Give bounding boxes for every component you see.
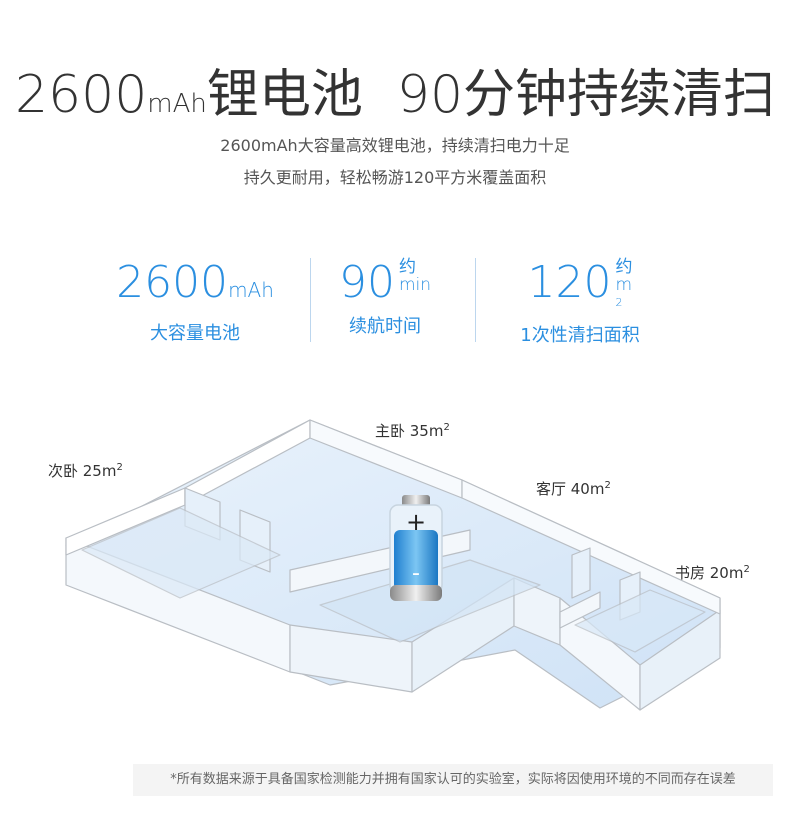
- stat-runtime-label: 续航时间: [349, 316, 421, 337]
- stat-runtime-value: 90: [338, 257, 395, 308]
- battery-plus-icon: +: [406, 508, 426, 536]
- stat-runtime-unit: min: [398, 275, 432, 295]
- subtitle-line-2: 持久更耐用，轻松畅游120平方米覆盖面积: [243, 168, 547, 187]
- stat-runtime-prefix: 约: [398, 257, 416, 277]
- room-label-living-room: 客厅 40m2: [536, 480, 611, 498]
- floor-plan-illustration: + -: [65, 419, 721, 711]
- room-label-second-bedroom: 次卧 25m2: [48, 462, 123, 480]
- stat-battery-value: 2600: [116, 257, 229, 308]
- stat-area-prefix: 约: [615, 257, 633, 277]
- disclaimer-note: *所有数据来源于具备国家检测能力并拥有国家认可的实验室，实际将因使用环境的不同而…: [133, 764, 773, 796]
- headline: 2600mAh锂电池 90分钟持续清扫: [0, 52, 790, 127]
- stat-area-unit: m: [615, 275, 633, 295]
- battery-minus-icon: -: [412, 561, 420, 586]
- stat-area-label: 1次性清扫面积: [520, 324, 640, 346]
- stat-area-unit-sup: 2: [615, 296, 623, 309]
- stat-divider-2: [475, 258, 476, 342]
- headline-number: 2600: [14, 65, 148, 125]
- stat-battery-label: 大容量电池: [150, 323, 240, 344]
- battery-icon: + -: [389, 495, 443, 601]
- room-label-master-bedroom: 主卧 35m2: [375, 422, 450, 440]
- headline-text-duration: 90分钟持续清扫: [396, 65, 776, 125]
- stat-battery: 2600mAh 大容量电池: [105, 258, 285, 348]
- room-label-study: 书房 20m2: [675, 564, 750, 582]
- stat-battery-unit: mAh: [228, 278, 274, 302]
- headline-unit: mAh: [147, 89, 207, 119]
- subtitle-line-1: 2600mAh大容量高效锂电池，持续清扫电力十足: [220, 136, 570, 155]
- stat-divider-1: [310, 258, 311, 342]
- headline-text-battery: 锂电池: [206, 65, 363, 125]
- stat-area-value: 120: [527, 257, 612, 308]
